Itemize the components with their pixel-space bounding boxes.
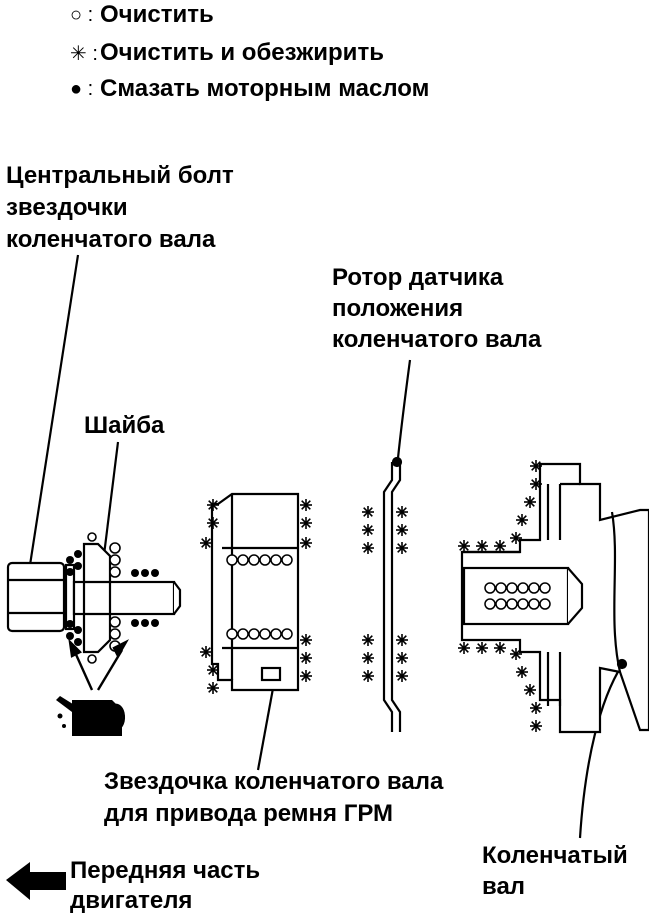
open-circle-icon: ○ : — [70, 3, 94, 26]
legend-clean-degrease: ✳ : Очистить и обезжирить — [70, 38, 384, 68]
washer-clean-circles — [87, 532, 121, 664]
crankshaft-clean-circles — [484, 582, 551, 610]
filled-circle-icon: ● : — [70, 77, 94, 100]
crankshaft — [460, 462, 649, 734]
legend-clean: ○ : Очистить — [70, 0, 214, 30]
asterisk-icon: ✳ : — [70, 42, 98, 65]
legend-clean-degrease-text: Очистить и обезжирить — [100, 39, 384, 66]
label-rotor-line1: Ротор датчика — [332, 264, 504, 291]
label-sprocket-line2: для привода ремня ГРМ — [104, 800, 393, 827]
washer — [82, 542, 112, 654]
sprocket-clean-circles — [226, 554, 293, 640]
legend-clean-text: Очистить — [100, 1, 214, 28]
oil-arrows — [68, 638, 130, 691]
label-washer: Шайба — [84, 412, 165, 439]
label-bolt-line2: звездочки — [6, 194, 128, 221]
crankshaft-position-rotor — [382, 456, 403, 732]
label-crankshaft-line1: Коленчатый — [482, 842, 628, 869]
bolt-thread-dots — [66, 556, 159, 640]
washer-oil-dots — [74, 550, 82, 646]
label-crankshaft-line2: вал — [482, 873, 526, 900]
timing-belt-sprocket — [210, 492, 300, 692]
arrow-left-icon — [6, 862, 66, 900]
label-bolt-line1: Центральный болт — [6, 162, 234, 189]
label-rotor-line2: положения — [332, 295, 464, 322]
legend-lubricate: ● : Смазать моторным маслом — [70, 74, 429, 104]
label-front-line1: Передняя часть — [70, 857, 261, 884]
label-sprocket-line1: Звездочка коленчатого вала — [104, 768, 444, 795]
oil-can-icon — [56, 696, 125, 736]
label-bolt-line3: коленчатого вала — [6, 226, 216, 253]
label-front-line2: двигателя — [70, 887, 193, 914]
label-rotor-line3: коленчатого вала — [332, 326, 542, 353]
legend-lubricate-text: Смазать моторным маслом — [100, 75, 430, 102]
